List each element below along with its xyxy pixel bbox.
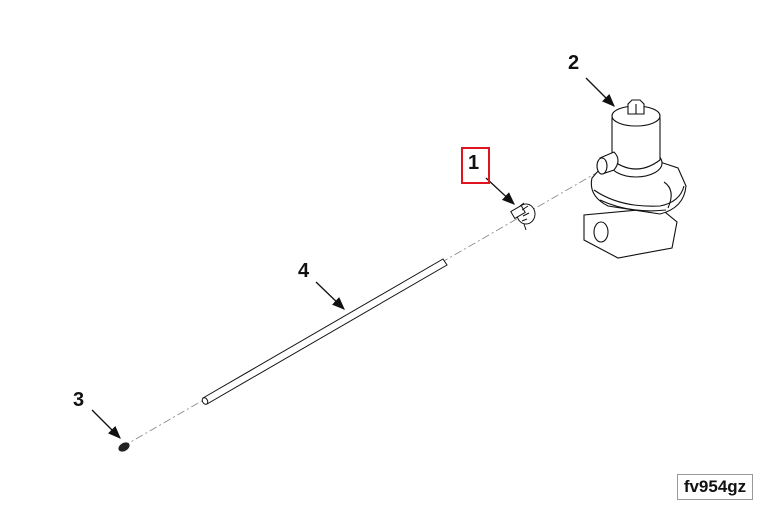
cap-part-3[interactable]	[117, 441, 131, 454]
valve-part-2[interactable]	[583, 99, 687, 259]
callout-arrow-2	[585, 77, 615, 107]
callout-arrow-3	[91, 409, 121, 439]
rod-part-4[interactable]	[201, 258, 448, 405]
callout-2[interactable]: 2	[568, 52, 580, 74]
callout-arrow-4	[315, 281, 345, 310]
selected-callout-highlight	[461, 147, 490, 184]
figure-id-label: fv954gz	[677, 474, 753, 500]
callout-arrow-1	[485, 177, 515, 205]
fitting-part-1[interactable]	[510, 202, 536, 231]
callout-1[interactable]: 1	[468, 152, 480, 174]
callout-3[interactable]: 3	[73, 389, 85, 411]
callout-4[interactable]: 4	[298, 260, 310, 282]
